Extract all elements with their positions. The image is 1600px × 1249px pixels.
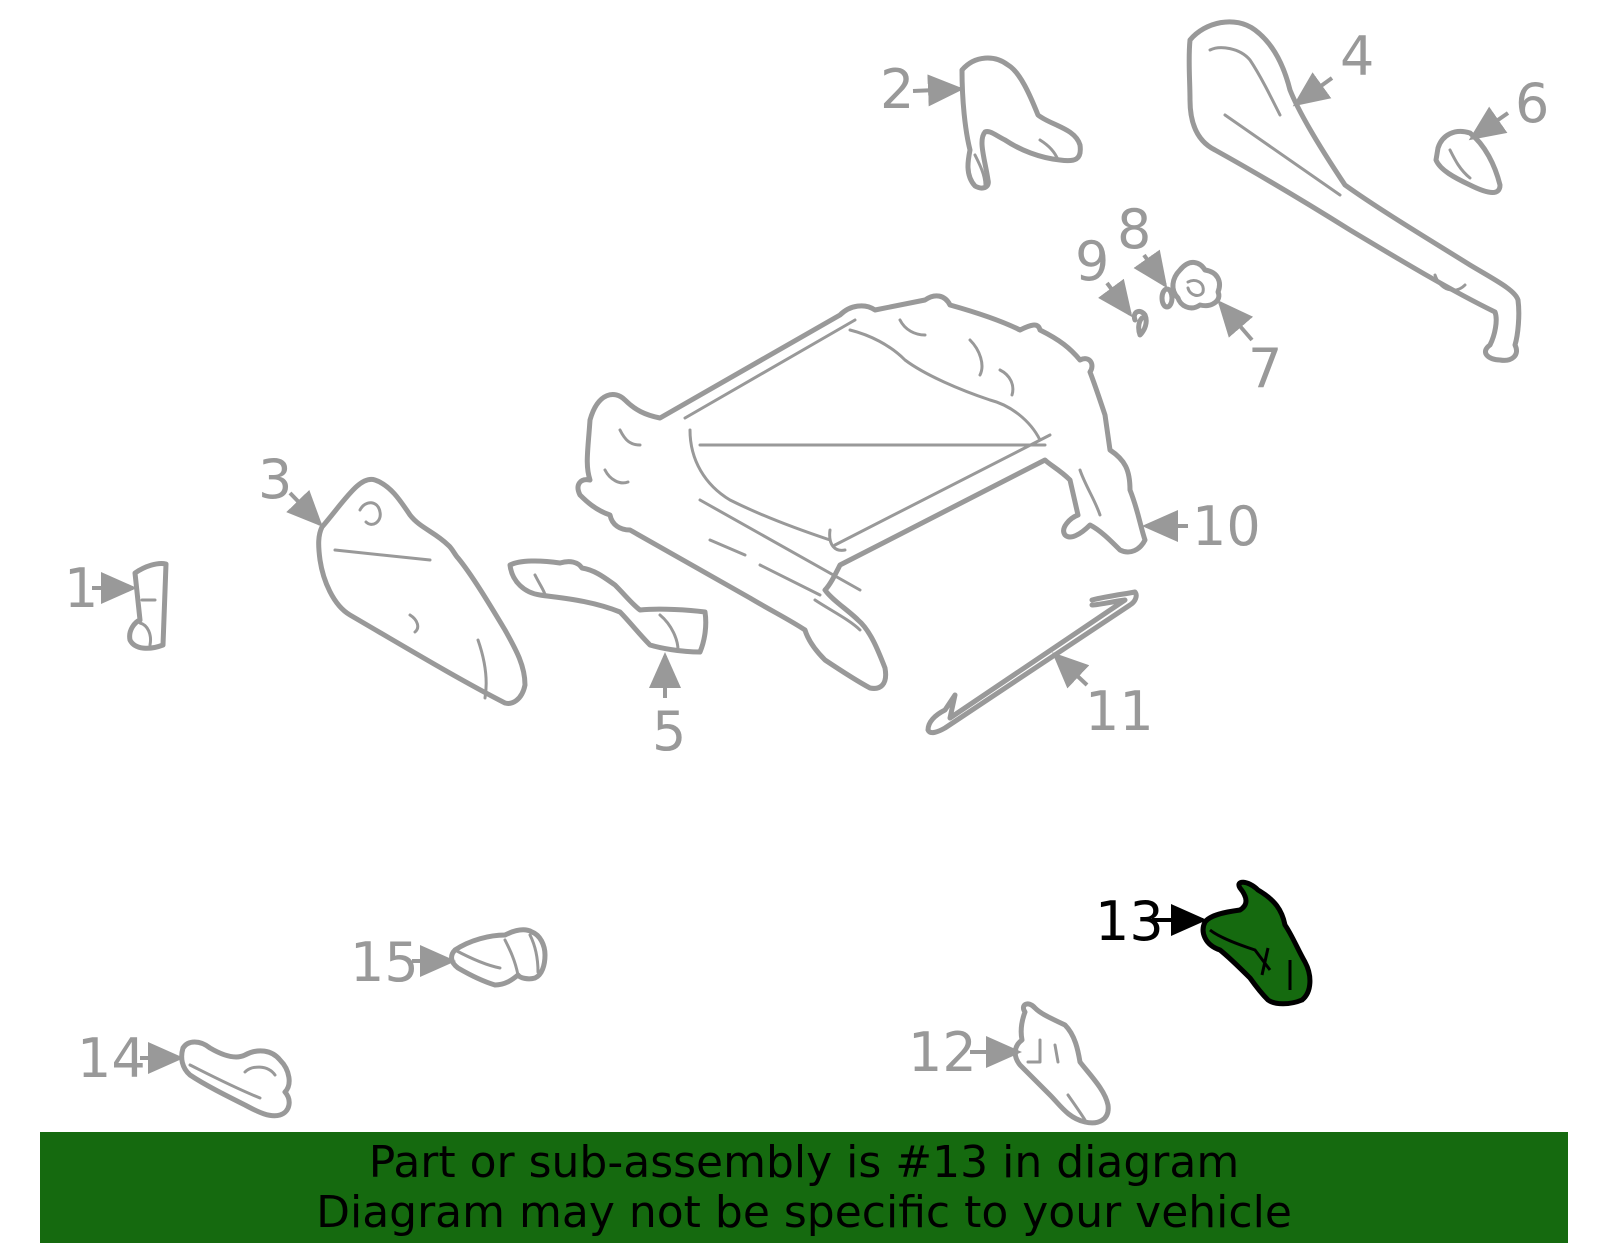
part-8-drawing[interactable] xyxy=(1159,286,1175,310)
banner-line-2: Diagram may not be specific to your vehi… xyxy=(316,1187,1292,1238)
callout-3-arrow xyxy=(286,489,323,527)
callout-9-label: 9 xyxy=(1075,230,1109,293)
callout-11-arrow xyxy=(1052,652,1090,689)
part-13-drawing-highlighted[interactable] xyxy=(1200,879,1313,1007)
callout-4-arrow xyxy=(1292,72,1334,107)
callout-4-label: 4 xyxy=(1340,25,1374,88)
part-15-drawing[interactable] xyxy=(449,927,548,988)
callout-8-label: 8 xyxy=(1117,198,1151,261)
part-10-drawing[interactable] xyxy=(575,293,1148,691)
part-9-drawing[interactable] xyxy=(1131,308,1149,338)
banner-line-1: Part or sub-assembly is #13 in diagram xyxy=(368,1137,1240,1188)
part-6-drawing[interactable] xyxy=(1433,128,1503,195)
part-7-drawing[interactable] xyxy=(1170,260,1222,311)
callout-11-label: 11 xyxy=(1085,680,1154,743)
callout-13-label: 13 xyxy=(1095,890,1164,953)
part-5-drawing[interactable] xyxy=(507,558,709,655)
callout-6-arrow xyxy=(1468,106,1510,141)
callout-8-arrow xyxy=(1133,249,1168,289)
callout-14-label: 14 xyxy=(77,1027,146,1090)
callout-7-label: 7 xyxy=(1248,337,1282,400)
callout-5-label: 5 xyxy=(652,700,686,763)
callout-2-arrow xyxy=(912,74,964,107)
callout-10-label: 10 xyxy=(1192,495,1261,558)
callout-2-label: 2 xyxy=(880,58,914,121)
part-2-drawing[interactable] xyxy=(959,55,1083,191)
callout-1-label: 1 xyxy=(64,557,98,620)
disclaimer-banner: Part or sub-assembly is #13 in diagram D… xyxy=(40,1132,1568,1243)
callout-9-arrow xyxy=(1098,278,1133,318)
part-12-drawing[interactable] xyxy=(1012,1001,1111,1126)
callout-15-label: 15 xyxy=(350,931,419,994)
part-14-drawing[interactable] xyxy=(179,1039,292,1119)
part-11-drawing[interactable] xyxy=(925,589,1139,736)
callout-3-label: 3 xyxy=(258,448,292,511)
part-3-drawing[interactable] xyxy=(316,476,528,706)
part-1-drawing[interactable] xyxy=(127,561,169,651)
callout-7-arrow xyxy=(1217,299,1254,342)
callout-6-label: 6 xyxy=(1515,72,1549,135)
callout-12-label: 12 xyxy=(908,1021,977,1084)
